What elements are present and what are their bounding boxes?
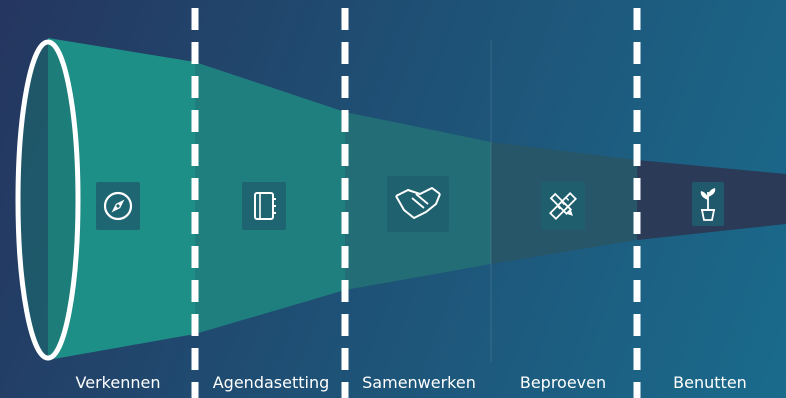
stage-label-samenwerken: Samenwerken (362, 373, 476, 392)
plant-icon (692, 182, 724, 226)
stage-label-benutten: Benutten (673, 373, 747, 392)
stage-label-beproeven: Beproeven (519, 373, 607, 392)
compass-icon (96, 182, 140, 230)
ruler-pencil-icon (541, 182, 585, 230)
notebook-icon (242, 182, 286, 230)
stage-label-verkennen: Verkennen (75, 373, 161, 392)
stage-dividers (191, 8, 641, 398)
stage-label-agendasetting: Agendasetting (212, 373, 330, 392)
handshake-icon (387, 176, 449, 232)
funnel-mouth-ellipse (15, 39, 81, 361)
